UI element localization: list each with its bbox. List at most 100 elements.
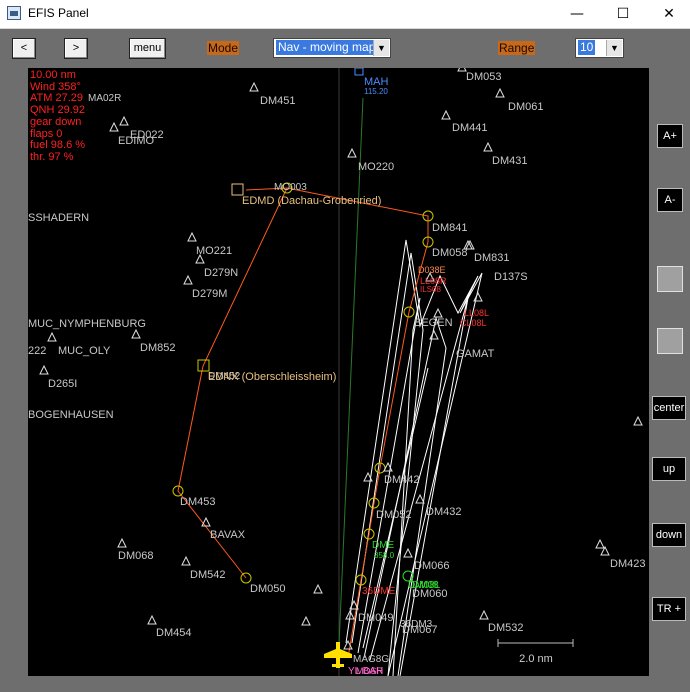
map-label: DM431 [492,155,527,167]
atm-readout: ATM 27.29 [30,92,83,105]
map-label: 358.0 [374,551,395,560]
map-label: ILS08 [420,285,441,294]
gray-button-2[interactable] [657,328,683,354]
map-label: EDNX (Oberschleissheim) [208,371,336,383]
waypoint-marker [403,306,415,318]
waypoint-marker [422,236,434,248]
fix-triangle-icon [147,614,157,625]
status-readout: 10.00 nm Wind 358° ATM 27.29 QNH 29.92 g… [30,69,85,164]
fix-triangle-icon [109,121,119,132]
map-label: DM08 [412,580,439,591]
range-select[interactable]: 10 ▼ [575,38,624,58]
map-label: MOSR [356,666,384,676]
map-label: DM841 [432,222,467,234]
map-label: DM852 [140,342,175,354]
map-label: DM060 [412,588,447,600]
airport-icon [231,183,244,196]
map-canvas: 2.0 nm DM451DM053DM061DM441DM431MO220EDI… [28,68,645,676]
map-label: DM532 [488,622,523,634]
route-line-west [177,187,288,579]
fix-triangle-icon [441,109,451,120]
fix-triangle-icon [249,81,259,92]
map-label: MO221 [196,245,232,257]
map-label: DM442 [384,474,419,486]
map-label: D038E [418,265,446,275]
fix-triangle-icon [201,516,211,527]
map-label: DM049 [358,612,393,624]
fix-triangle-icon [195,253,205,264]
fix-triangle-icon [47,331,57,342]
map-label: BEGEN [414,317,453,329]
fix-triangle-icon [347,147,357,158]
close-button[interactable]: ✕ [663,6,675,22]
map-label: DM452 [208,371,241,382]
mode-select[interactable]: Nav - moving map ▼ [273,38,391,58]
waypoint-marker [422,210,434,222]
down-button[interactable]: down [652,523,686,547]
fix-triangle-icon [600,545,610,556]
map-label: GAMAT [456,348,495,360]
window-title: EFIS Panel [28,6,89,20]
fix-triangle-icon [433,307,443,318]
fix-triangle-icon [131,328,141,339]
waypoint-marker [240,572,252,584]
map-label: SSHADERN [28,212,89,224]
approach-line-e [369,297,469,676]
prev-button[interactable]: < [12,38,36,59]
map-label: MUC_OLY [58,345,111,357]
gray-button-1[interactable] [657,266,683,292]
map-label: MO003 [274,182,307,193]
range-select-value: 10 [578,40,596,55]
app-icon [7,6,21,20]
fix-triangle-icon [39,364,49,375]
flaps-readout: flaps 0 [30,127,63,140]
map-label: DM066 [414,560,449,572]
map-label: 115.20 [364,87,388,96]
map-label: ED022 [130,129,164,141]
center-button[interactable]: center [652,396,686,420]
map-label: DM542 [190,569,225,581]
tr-plus-button[interactable]: TR + [652,597,686,621]
fix-triangle-icon [429,329,439,340]
aircraft-icon [324,642,352,668]
map-label: EDIMO [118,135,155,147]
map-label: DM432 [426,506,461,518]
minimize-button[interactable]: — [570,6,584,22]
map-labels: DM451DM053DM061DM441DM431MO220EDIMOED022… [28,71,645,676]
menu-button[interactable]: menu [129,38,166,59]
map-label: DM453 [180,496,215,508]
fix-triangle-icon [595,538,605,549]
approach-line-b [351,252,424,676]
a-minus-button[interactable]: A- [657,188,683,212]
toolbar: < > menu Mode Nav - moving map ▼ Range 1… [0,29,690,69]
up-button[interactable]: up [652,457,686,481]
map-label: 36DM3 [400,619,433,630]
waypoint-marker [172,485,184,497]
map-label: MAG8G [353,654,389,665]
next-button[interactable]: > [64,38,88,59]
chevron-down-icon: ▼ [606,40,622,56]
wind-readout: Wind 358° [30,80,81,93]
chevron-down-icon: ▼ [373,40,389,56]
map-label: DM454 [156,627,191,639]
window-titlebar: EFIS Panel — ☐ ✕ [0,0,690,29]
waypoint-marker [355,574,367,586]
mode-select-value: Nav - moving map [276,40,378,55]
fix-triangle-icon [119,115,129,126]
fix-triangle-icon [349,599,359,610]
maximize-button[interactable]: ☐ [616,6,630,22]
map-label: YL BAH [348,666,383,676]
map-label: 36DME [362,586,396,597]
mode-label: Mode [207,41,240,55]
map-label: DM058 [432,247,467,259]
map-label: EDMD (Dachau-Grobenried) [242,195,381,207]
map-label: DM067 [402,624,437,636]
waypoint-marker [368,497,380,509]
map-label: D279N [204,267,238,279]
fix-triangle-icon [483,141,493,152]
map-label: DM052 [376,509,411,521]
map-label: DM068 [118,550,153,562]
a-plus-button[interactable]: A+ [657,124,683,148]
fix-triangle-icon [301,615,311,626]
